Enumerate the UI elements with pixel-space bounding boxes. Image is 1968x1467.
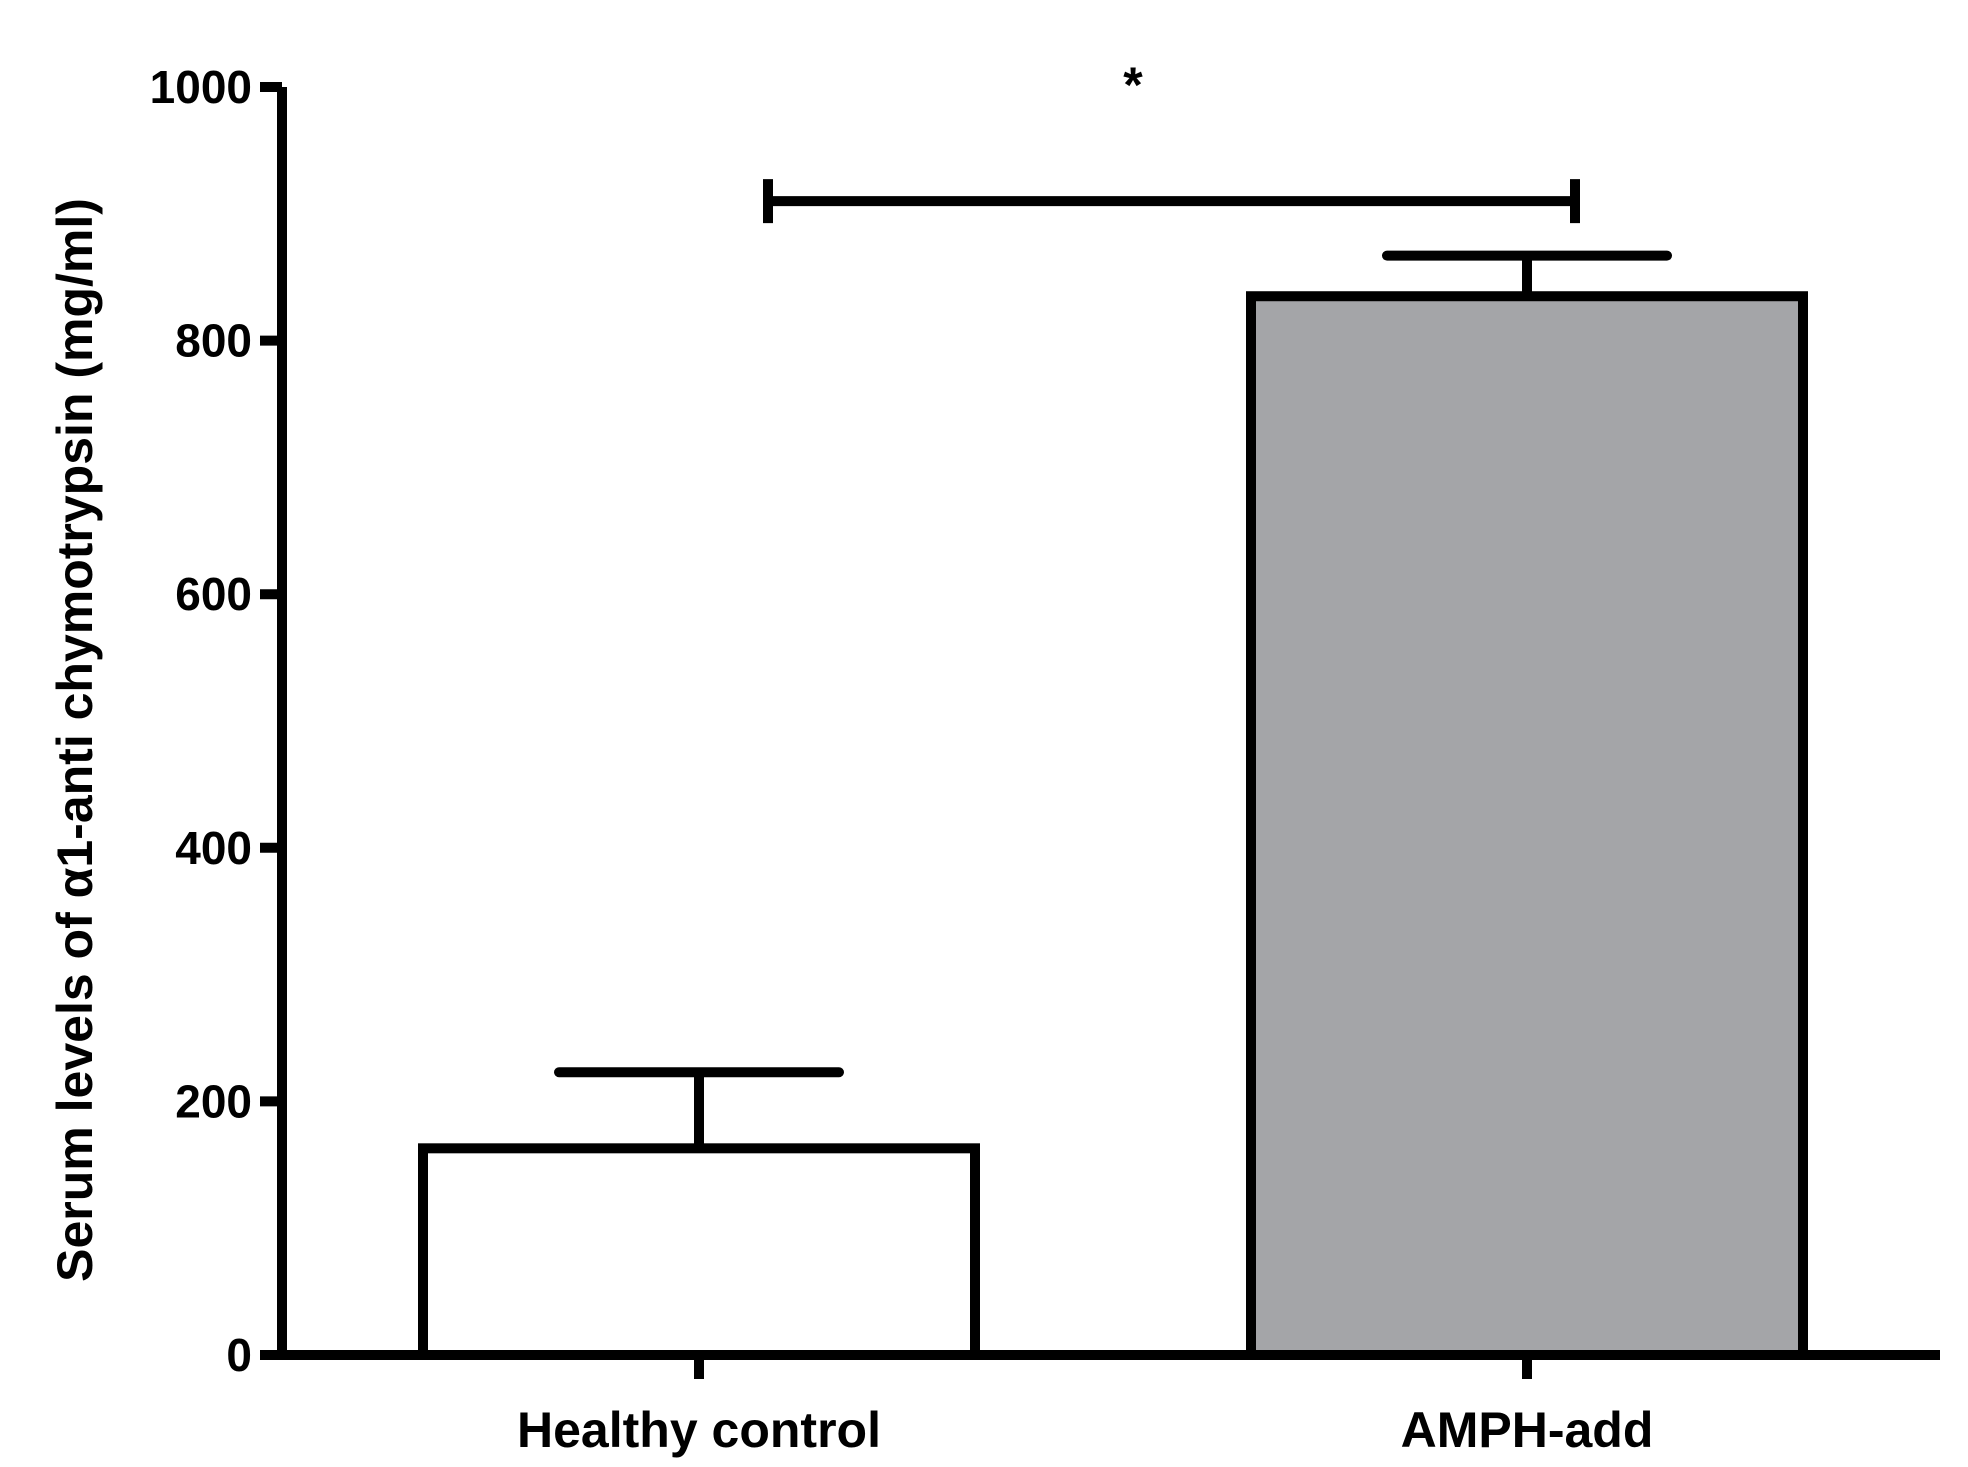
- y-tick-label: 200: [175, 1075, 252, 1127]
- x-tick-label: Healthy control: [517, 1402, 881, 1458]
- y-tick-label: 0: [226, 1329, 252, 1381]
- bar: [1246, 291, 1808, 1361]
- y-tick-label: 800: [175, 315, 252, 367]
- y-axis-label: Serum levels of α1-anti chymotrypsin (mg…: [47, 198, 103, 1282]
- y-tick-label: 400: [175, 822, 252, 874]
- bar: [418, 1143, 980, 1361]
- significance-label: *: [1123, 57, 1143, 113]
- y-tick-label: 1000: [150, 61, 252, 113]
- x-tick-label: AMPH-add: [1401, 1402, 1654, 1458]
- y-tick-label: 600: [175, 568, 252, 620]
